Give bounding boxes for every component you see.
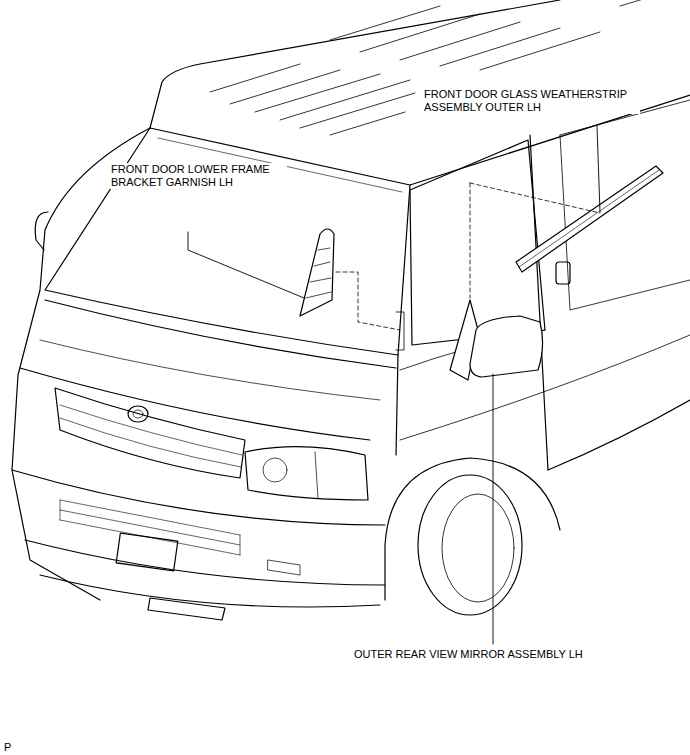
b-pillar	[530, 135, 548, 470]
grille	[55, 388, 245, 478]
wheel-arch	[385, 458, 560, 600]
door-front-edge	[396, 355, 398, 455]
part-label: FRONT DOOR LOWER FRAME BRACKET GARNISH L…	[110, 163, 287, 189]
grille-bar	[60, 405, 242, 455]
license-plate	[116, 533, 178, 571]
body-left-edge	[12, 128, 150, 600]
windshield	[45, 128, 410, 355]
weatherstrip-part	[516, 166, 663, 272]
bumper-bottom	[25, 540, 385, 585]
part-label: FRONT DOOR GLASS WEATHERSTRIP ASSEMBLY O…	[423, 88, 640, 114]
figure-code: P	[3, 741, 12, 754]
leader-lines	[188, 126, 600, 644]
bumper-slots	[60, 500, 240, 555]
bumper-top	[12, 470, 385, 525]
fog-lamp	[268, 560, 300, 575]
headlight	[245, 447, 368, 500]
part-label: OUTER REAR VIEW MIRROR ASSEMBLY LH	[353, 648, 584, 661]
headlight-lamp	[263, 458, 287, 482]
garnish-part	[300, 229, 334, 316]
headlight-divider	[315, 452, 318, 498]
under-edge	[40, 575, 380, 607]
hood-crease	[40, 340, 380, 400]
location-lines	[336, 183, 600, 330]
lower-plate	[148, 598, 225, 620]
weatherstrip-lip	[519, 170, 659, 267]
roof-ribs	[210, 0, 660, 135]
tire	[418, 475, 522, 615]
sill-line	[548, 400, 690, 470]
mirror-head	[470, 316, 543, 377]
wheel	[442, 494, 514, 602]
emblem	[128, 406, 148, 422]
emblem-inner	[133, 410, 143, 418]
garnish-ribs	[306, 248, 331, 298]
quarter-window	[396, 312, 404, 350]
door-handle	[556, 262, 570, 284]
cowl-line	[45, 300, 396, 368]
door-window	[410, 140, 545, 345]
grille-bar	[60, 418, 241, 467]
mirror-rh	[35, 212, 48, 250]
